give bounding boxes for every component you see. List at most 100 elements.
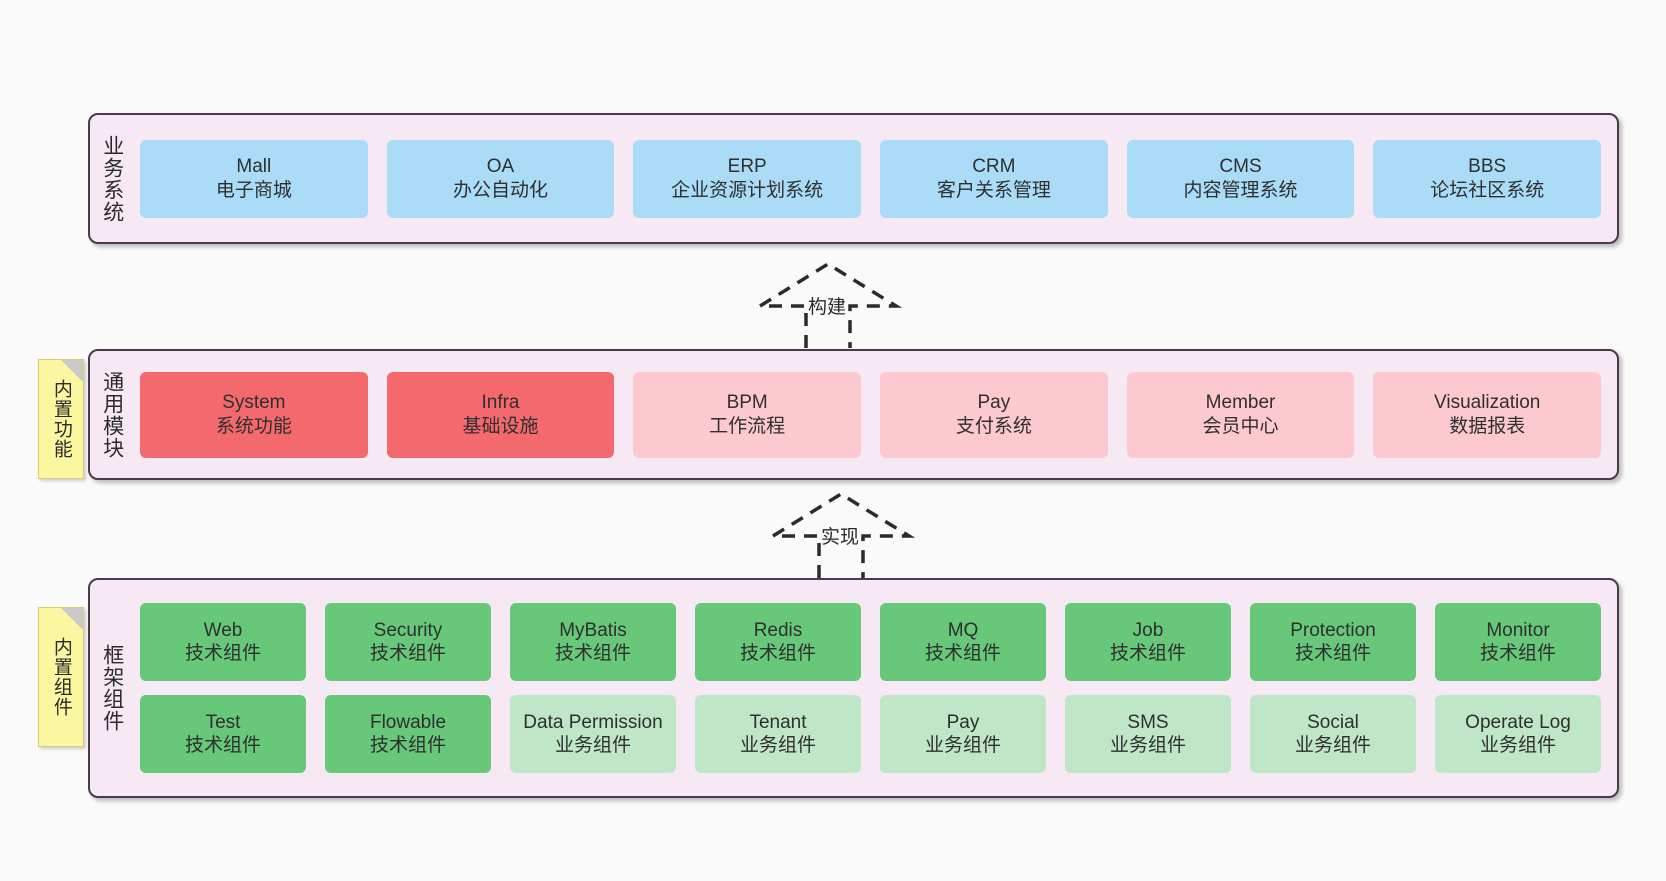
connector-implement-label: 实现 xyxy=(821,527,860,548)
layer-title-common-module: 通用模块 xyxy=(100,370,124,459)
module-name: BBS xyxy=(1468,156,1507,178)
connector-build-label: 构建 xyxy=(808,297,847,318)
module-subtitle: 基础设施 xyxy=(462,415,539,437)
module-name: Web xyxy=(203,619,243,641)
module-box-flowable[interactable]: Flowable 技术组件 xyxy=(325,695,491,773)
module-box-operate-log[interactable]: Operate Log 业务组件 xyxy=(1435,695,1601,773)
module-name: Tenant xyxy=(749,711,807,733)
module-subtitle: 技术组件 xyxy=(184,643,261,664)
layer-body-business-system: Mall 电子商城 OA 办公自动化 ERP 企业资源计划系统 CRM 客户关系… xyxy=(134,115,1617,242)
module-box-bbs[interactable]: BBS 论坛社区系统 xyxy=(1373,139,1602,218)
layer-title-framework-component: 框架组件 xyxy=(100,644,124,732)
module-name: Security xyxy=(373,619,443,641)
module-box-protection[interactable]: Protection 技术组件 xyxy=(1250,603,1416,681)
layer-title-business-system: 业务系统 xyxy=(100,134,124,223)
module-name: Social xyxy=(1307,711,1359,733)
module-subtitle: 支付系统 xyxy=(955,415,1032,437)
module-subtitle: 技术组件 xyxy=(924,643,1001,664)
module-box-job[interactable]: Job 技术组件 xyxy=(1065,603,1231,681)
layer-common-module[interactable]: 通用模块 System 系统功能 Infra 基础设施 BPM 工作流程 Pay xyxy=(88,349,1619,480)
module-subtitle: 业务组件 xyxy=(554,735,631,756)
module-box-mybatis[interactable]: MyBatis 技术组件 xyxy=(510,603,676,681)
module-box-system[interactable]: System 系统功能 xyxy=(140,371,368,458)
module-subtitle: 技术组件 xyxy=(1294,643,1371,664)
module-name: Infra xyxy=(481,392,520,414)
module-box-social[interactable]: Social 业务组件 xyxy=(1250,695,1416,773)
note-fold-corner-icon xyxy=(61,608,83,630)
module-box-cms[interactable]: CMS 内容管理系统 xyxy=(1126,139,1355,218)
module-box-member[interactable]: Member 会员中心 xyxy=(1126,371,1355,458)
module-subtitle: 业务组件 xyxy=(739,735,816,756)
implement-arrow-icon xyxy=(766,491,916,578)
module-subtitle: 论坛社区系统 xyxy=(1430,179,1545,201)
box-row: Web 技术组件 Security 技术组件 MyBatis 技术组件 Redi… xyxy=(140,603,1601,681)
module-name: Operate Log xyxy=(1465,711,1571,733)
module-subtitle: 技术组件 xyxy=(739,643,816,664)
module-name: CRM xyxy=(972,156,1016,178)
layer-body-common-module: System 系统功能 Infra 基础设施 BPM 工作流程 Pay 支付系统… xyxy=(134,351,1617,478)
module-box-security[interactable]: Security 技术组件 xyxy=(325,603,491,681)
module-subtitle: 数据报表 xyxy=(1449,415,1526,437)
module-box-visualization[interactable]: Visualization 数据报表 xyxy=(1373,371,1602,458)
module-name: Protection xyxy=(1290,619,1376,641)
box-row: Mall 电子商城 OA 办公自动化 ERP 企业资源计划系统 CRM 客户关系… xyxy=(140,139,1602,218)
module-subtitle: 办公自动化 xyxy=(453,179,549,201)
layer-business-system[interactable]: 业务系统 Mall 电子商城 OA 办公自动化 ERP 企业资源计划系统 CRM xyxy=(88,113,1619,244)
module-box-bpm[interactable]: BPM 工作流程 xyxy=(633,371,862,458)
note-builtin-component: 内置组件 xyxy=(38,607,84,747)
module-name: System xyxy=(222,392,286,414)
layer-body-framework-component: Web 技术组件 Security 技术组件 MyBatis 技术组件 Redi… xyxy=(134,580,1617,796)
module-name: ERP xyxy=(727,156,767,178)
module-subtitle: 技术组件 xyxy=(554,643,631,664)
module-name: BPM xyxy=(726,392,768,414)
module-name: SMS xyxy=(1127,711,1169,733)
note-builtin-function: 内置功能 xyxy=(38,359,84,479)
layer-framework-component[interactable]: 框架组件 Web 技术组件 Security 技术组件 MyBatis 技术组件… xyxy=(88,578,1619,798)
module-subtitle: 系统功能 xyxy=(215,415,292,437)
module-subtitle: 业务组件 xyxy=(924,735,1001,756)
module-name: Test xyxy=(205,711,241,733)
module-name: Member xyxy=(1205,392,1276,414)
module-box-crm[interactable]: CRM 客户关系管理 xyxy=(880,139,1108,218)
module-name: MyBatis xyxy=(559,619,627,641)
module-box-mq[interactable]: MQ 技术组件 xyxy=(880,603,1046,681)
box-row: System 系统功能 Infra 基础设施 BPM 工作流程 Pay 支付系统… xyxy=(140,371,1602,458)
note-fold-corner-icon xyxy=(61,360,83,382)
module-subtitle: 技术组件 xyxy=(369,735,446,756)
module-name: Visualization xyxy=(1434,392,1541,414)
module-box-pay[interactable]: Pay 支付系统 xyxy=(880,371,1108,458)
module-name: Flowable xyxy=(369,711,447,733)
connector-build: 构建 xyxy=(753,261,903,348)
module-name: CMS xyxy=(1219,156,1262,178)
module-box-redis[interactable]: Redis 技术组件 xyxy=(695,603,861,681)
module-box-tenant[interactable]: Tenant 业务组件 xyxy=(695,695,861,773)
module-box-mall[interactable]: Mall 电子商城 xyxy=(140,139,368,218)
module-subtitle: 技术组件 xyxy=(1109,643,1186,664)
module-box-erp[interactable]: ERP 企业资源计划系统 xyxy=(633,139,862,218)
connector-implement: 实现 xyxy=(766,491,916,578)
module-box-test[interactable]: Test 技术组件 xyxy=(140,695,306,773)
module-box-pay-component[interactable]: Pay 业务组件 xyxy=(880,695,1046,773)
module-name: Data Permission xyxy=(523,711,663,733)
module-subtitle: 业务组件 xyxy=(1109,735,1186,756)
module-box-infra[interactable]: Infra 基础设施 xyxy=(386,371,615,458)
module-box-web[interactable]: Web 技术组件 xyxy=(140,603,306,681)
module-box-monitor[interactable]: Monitor 技术组件 xyxy=(1435,603,1601,681)
module-name: Pay xyxy=(946,711,980,733)
module-box-oa[interactable]: OA 办公自动化 xyxy=(386,139,615,218)
module-subtitle: 会员中心 xyxy=(1202,415,1279,437)
module-name: Mall xyxy=(236,156,272,178)
module-subtitle: 业务组件 xyxy=(1294,735,1371,756)
module-subtitle: 客户关系管理 xyxy=(936,179,1051,201)
module-name: Job xyxy=(1132,619,1164,641)
module-subtitle: 技术组件 xyxy=(1479,643,1556,664)
module-subtitle: 技术组件 xyxy=(184,735,261,756)
module-name: Redis xyxy=(753,619,803,641)
module-box-sms[interactable]: SMS 业务组件 xyxy=(1065,695,1231,773)
module-box-data-permission[interactable]: Data Permission 业务组件 xyxy=(510,695,676,773)
module-subtitle: 电子商城 xyxy=(215,179,292,201)
build-arrow-icon xyxy=(753,261,903,348)
module-subtitle: 技术组件 xyxy=(369,643,446,664)
box-row: Test 技术组件 Flowable 技术组件 Data Permission … xyxy=(140,695,1601,773)
